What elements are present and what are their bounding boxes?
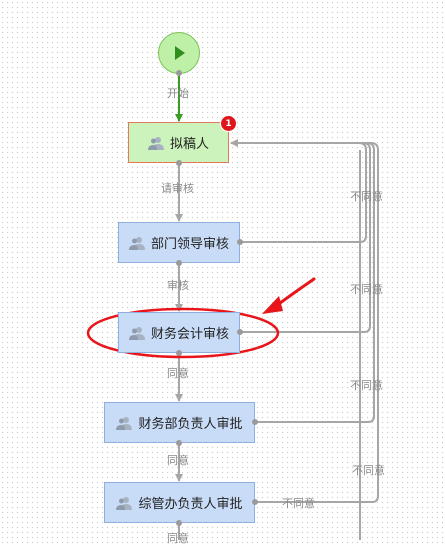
edge-label-review: 审核 [167, 279, 189, 292]
node-finance-head-label: 财务部负责人审批 [138, 417, 243, 432]
edge-reject-dept-leader [230, 139, 367, 243]
port-office-head-right [252, 499, 258, 505]
start-event[interactable] [158, 32, 200, 74]
port-dept-leader-bottom [176, 260, 182, 266]
users-icon [128, 326, 145, 340]
edge-label-agree-1: 同意 [167, 367, 189, 380]
edge-label-agree-2: 同意 [167, 454, 189, 467]
node-finance-accounting[interactable]: 财务会计审核 [118, 312, 240, 353]
port-finance-accounting-right [237, 329, 243, 335]
users-icon [116, 496, 133, 510]
port-start-bottom [176, 70, 182, 76]
port-finance-accounting-bottom [176, 350, 182, 356]
node-finance-head[interactable]: 财务部负责人审批 [104, 402, 255, 443]
highlight-arrow-head [262, 296, 283, 314]
users-icon [128, 236, 145, 250]
edge-label-reject-5: 不同意 [282, 497, 315, 510]
node-office-head-label: 综管办负责人审批 [138, 497, 243, 512]
port-drafter-bottom [176, 160, 182, 166]
highlight-ellipse [86, 307, 280, 359]
edge-label-reject-4: 不同意 [352, 464, 385, 477]
port-dept-leader-right [237, 239, 243, 245]
users-icon [147, 136, 164, 150]
node-drafter[interactable]: 拟稿人 [128, 122, 229, 163]
edge-label-reject-1: 不同意 [350, 190, 383, 203]
port-finance-head-bottom [176, 440, 182, 446]
edge-label-submit: 请审核 [161, 182, 194, 195]
play-icon [175, 46, 185, 60]
port-office-head-bottom [176, 520, 182, 526]
node-drafter-label: 拟稿人 [169, 137, 209, 152]
port-finance-head-right [252, 419, 258, 425]
edge-label-start: 开始 [167, 87, 189, 100]
edge-reject-finance-accounting [231, 142, 371, 333]
node-dept-leader[interactable]: 部门领导审核 [118, 222, 240, 263]
notification-badge: 1 [220, 115, 237, 132]
node-office-head[interactable]: 综管办负责人审批 [104, 482, 255, 523]
edge-label-reject-3: 不同意 [350, 379, 383, 392]
users-icon [116, 416, 133, 430]
edge-reject-office-head [231, 142, 379, 503]
node-finance-accounting-label: 财务会计审核 [150, 327, 229, 342]
node-dept-leader-label: 部门领导审核 [150, 237, 229, 252]
edge-label-agree-3: 同意 [167, 532, 189, 545]
edge-label-reject-2: 不同意 [350, 283, 383, 296]
